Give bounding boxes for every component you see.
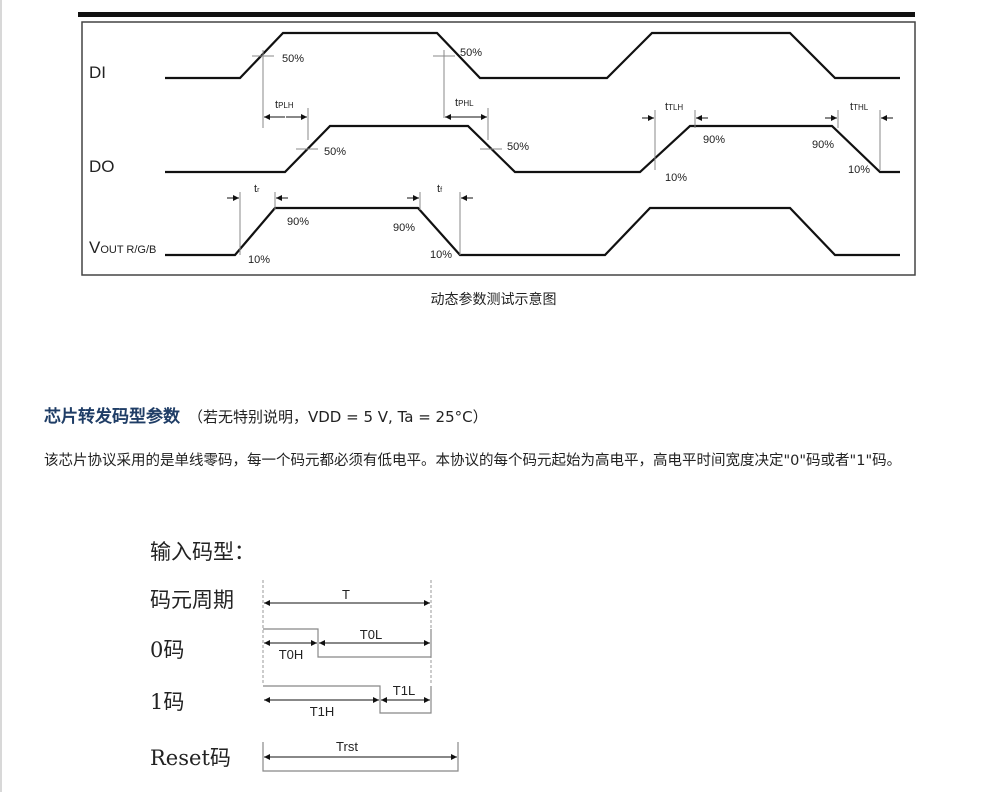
tplh-label: tPLH [275,99,294,111]
label-T1H: T1H [310,704,335,719]
tthl-label: tTHL [850,101,869,113]
figure-caption: 动态参数测试示意图 [430,292,557,308]
label-90: 90% [703,134,725,146]
vout-label: VOUT R/G/B [89,238,156,257]
vout-waveform [165,206,900,257]
dynamic-parameter-waveform-diagram: DI DO VOUT R/G/B 50% 50% 50% 50% tPLH tP… [81,21,916,276]
do-label: DO [89,157,115,176]
label-50: 50% [460,47,482,59]
section-heading: 芯片转发码型参数 （若无特别说明，VDD = 5 V, Ta = 25°C） [44,402,488,427]
label-90: 90% [393,222,415,234]
reset-waveform [262,742,459,772]
row-label-reset-code: Reset码 [150,746,231,770]
di-label: DI [89,63,106,82]
tphl-label: tPHL [455,97,474,109]
label-Trst: Trst [336,739,358,754]
tr-label: tr [254,183,260,195]
page-edge [0,0,2,792]
label-90: 90% [812,139,834,151]
label-T0H: T0H [279,647,304,662]
row-label-0-code: 0码 [150,638,185,662]
label-50: 50% [324,146,346,158]
section-note: （若无特别说明，VDD = 5 V, Ta = 25°C） [188,408,488,426]
header-rule [78,12,915,17]
label-10: 10% [430,249,452,261]
label-10: 10% [848,164,870,176]
ttlh-label: tTLH [665,101,683,113]
tf-label: tf [437,183,442,195]
label-T1L: T1L [393,683,415,698]
code-timing-diagram: T T0H T0L T1H T1L Trst [262,580,459,772]
label-50: 50% [282,53,304,65]
section-title: 芯片转发码型参数 [44,407,180,427]
section-paragraph: 该芯片协议采用的是单线零码，每一个码元都必须有低电平。本协议的每个码元起始为高电… [44,453,902,469]
label-T: T [342,587,350,602]
row-label-period: 码元周期 [150,588,234,612]
row-label-1-code: 1码 [150,690,185,714]
label-T0L: T0L [360,627,382,642]
label-50: 50% [507,141,529,153]
zero-code-waveform [263,628,432,658]
label-10: 10% [248,254,270,266]
label-10: 10% [665,172,687,184]
one-code-waveform [263,685,432,714]
label-90: 90% [287,216,309,228]
code-diagram-title: 输入码型： [150,540,255,564]
